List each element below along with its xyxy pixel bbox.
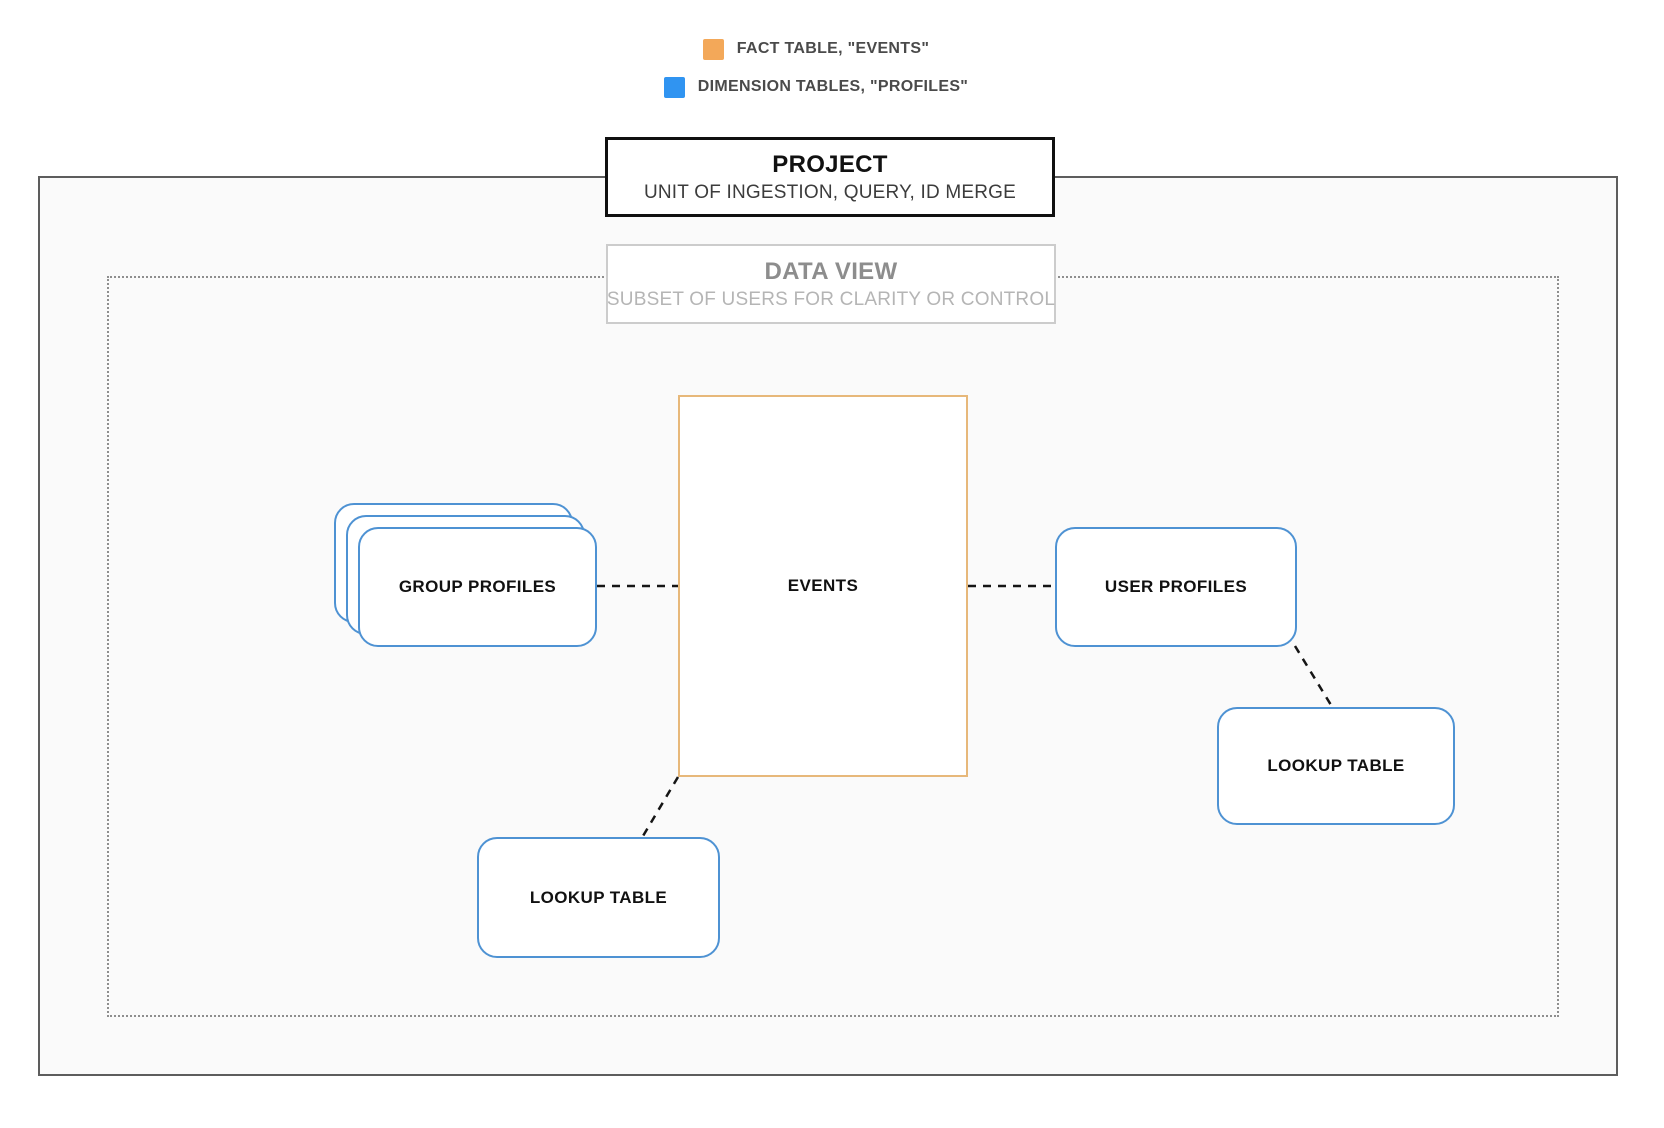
node-group-profiles-label: GROUP PROFILES — [398, 577, 557, 596]
node-user-profiles: USER PROFILES — [1055, 527, 1297, 647]
dimension-tables-swatch — [663, 76, 685, 98]
legend-item-dimension-tables: DIMENSION TABLES, "PROFILES" — [663, 75, 969, 99]
project-title: PROJECT — [772, 150, 888, 178]
data-view-subtitle: SUBSET OF USERS FOR CLARITY OR CONTROL — [606, 288, 1056, 310]
project-subtitle: UNIT OF INGESTION, QUERY, ID MERGE — [643, 181, 1017, 203]
legend: FACT TABLE, "EVENTS" DIMENSION TABLES, "… — [0, 37, 1632, 99]
node-lookup-table-right-label: LOOKUP TABLE — [1267, 756, 1405, 775]
node-group-profiles: GROUP PROFILES — [358, 527, 597, 647]
node-lookup-table-bottom-label: LOOKUP TABLE — [529, 887, 668, 907]
legend-item-label: DIMENSION TABLES, "PROFILES" — [697, 78, 969, 95]
data-view-header: DATA VIEW SUBSET OF USERS FOR CLARITY OR… — [606, 244, 1056, 324]
fact-table-swatch — [702, 38, 724, 60]
node-user-profiles-label: USER PROFILES — [1104, 577, 1248, 596]
legend-item-fact-table: FACT TABLE, "EVENTS" — [702, 37, 930, 61]
node-lookup-table-bottom: LOOKUP TABLE — [477, 837, 720, 958]
data-view-title: DATA VIEW — [764, 257, 898, 285]
node-lookup-table-right: LOOKUP TABLE — [1217, 707, 1455, 825]
node-events: EVENTS — [678, 395, 968, 777]
node-events-label: EVENTS — [787, 576, 859, 595]
project-header: PROJECT UNIT OF INGESTION, QUERY, ID MER… — [605, 137, 1055, 217]
legend-item-label: FACT TABLE, "EVENTS" — [736, 40, 930, 57]
